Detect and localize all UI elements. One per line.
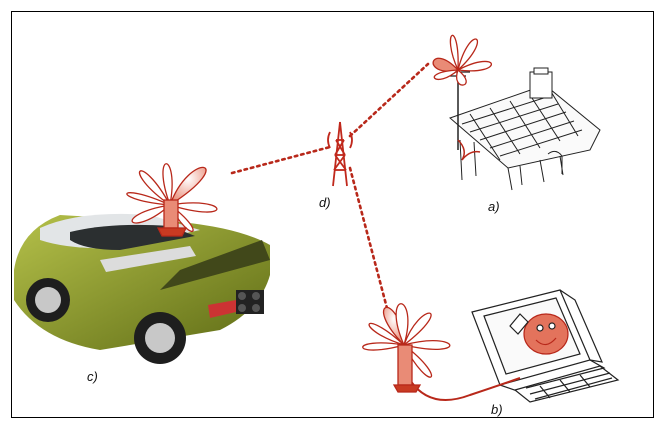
label-computer: b) bbox=[491, 402, 503, 417]
link-tower-computer bbox=[348, 166, 390, 314]
antenna-pattern-icon bbox=[432, 34, 493, 86]
antenna-pattern-icon bbox=[126, 163, 218, 237]
label-car: c) bbox=[87, 369, 98, 384]
tower-icon bbox=[327, 121, 353, 187]
link-tower-house bbox=[348, 62, 430, 138]
antenna-pattern-icon bbox=[362, 303, 451, 393]
computer-sketch-icon bbox=[471, 289, 620, 403]
radio-links bbox=[230, 62, 430, 314]
computer-cable bbox=[409, 377, 521, 401]
link-car-tower bbox=[230, 145, 332, 175]
label-house: a) bbox=[488, 199, 500, 214]
car-photo-icon bbox=[14, 213, 270, 364]
label-tower: d) bbox=[319, 195, 331, 210]
house-sketch-icon bbox=[446, 67, 601, 191]
